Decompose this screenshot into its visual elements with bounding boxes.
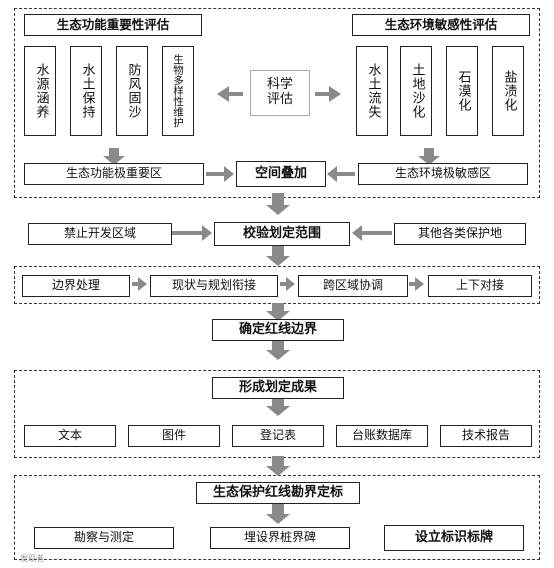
result-maps: 图件 [128, 425, 220, 447]
ecological-sensitivity-title: 生态环境敏感性评估 [352, 14, 530, 36]
function-critical-area: 生态功能极重要区 [24, 163, 204, 185]
sensitivity-item-soil-erosion: 水土流失 [356, 46, 388, 136]
scientific-assessment: 科学评估 [250, 70, 310, 116]
verify-scope: 校验划定范围 [214, 222, 350, 246]
result-tech-report: 技术报告 [440, 425, 532, 447]
watermark: 发现者 [20, 554, 44, 563]
function-item-windbreak: 防风固沙 [116, 46, 148, 136]
ecological-function-title: 生态功能重要性评估 [24, 14, 202, 36]
result-text: 文本 [24, 425, 116, 447]
spatial-overlay: 空间叠加 [236, 161, 326, 187]
function-item-water-conservation: 水源涵养 [24, 46, 56, 136]
sensitivity-critical-area: 生态环境极敏感区 [358, 163, 528, 185]
result-ledger-database: 台账数据库 [336, 425, 428, 447]
sensitivity-item-rocky-desert: 石漠化 [446, 46, 478, 136]
scientific-assessment-label: 科学评估 [266, 77, 293, 107]
step-boundary-processing: 边界处理 [22, 275, 130, 297]
form-results: 形成划定成果 [212, 377, 344, 399]
step-status-planning: 现状与规划衔接 [150, 275, 278, 297]
sensitivity-item-salinization: 盐渍化 [492, 46, 524, 136]
result-register: 登记表 [232, 425, 324, 447]
other-protected-areas: 其他各类保护地 [394, 223, 526, 245]
function-item-soil-retention: 水土保持 [70, 46, 102, 136]
install-markers: 埋设界桩界碑 [210, 527, 350, 549]
function-item-biodiversity: 生物多样性维护 [162, 46, 194, 136]
survey-measure: 勘察与测定 [34, 527, 174, 549]
demarcation-group [14, 475, 540, 560]
demarcation-title: 生态保护红线勘界定标 [196, 482, 360, 504]
step-up-down-alignment: 上下对接 [428, 275, 532, 297]
prohibited-development-area: 禁止开发区域 [28, 223, 172, 245]
sensitivity-item-desertification: 土地沙化 [400, 46, 432, 136]
step-cross-region: 跨区域协调 [298, 275, 408, 297]
determine-boundary: 确定红线边界 [212, 319, 344, 341]
install-signs: 设立标识标牌 [384, 525, 524, 551]
